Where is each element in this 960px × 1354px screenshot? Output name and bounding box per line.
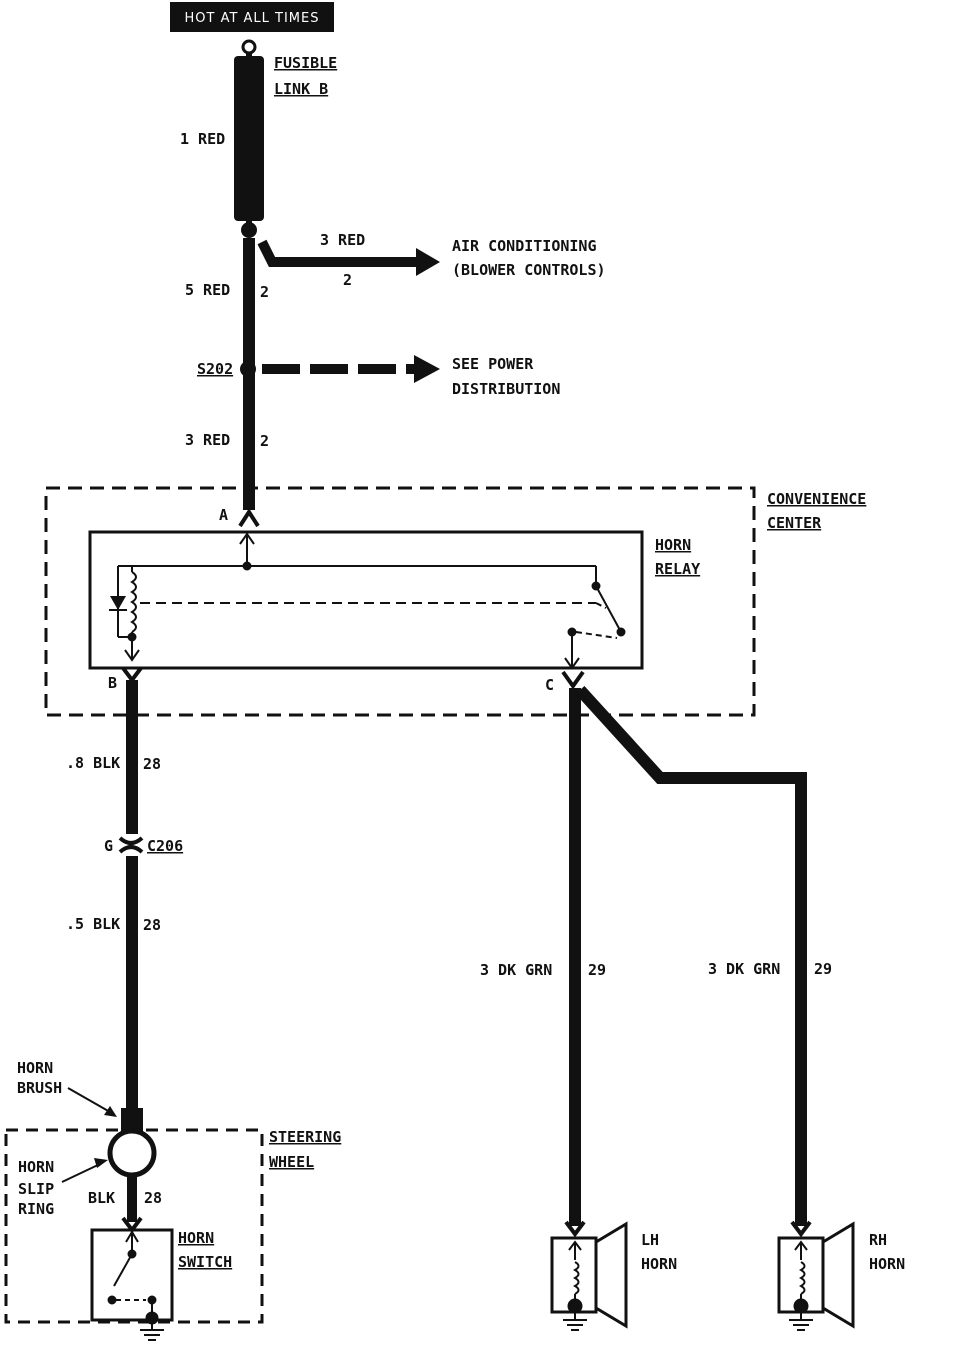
ac-circuit-label: 2	[343, 271, 352, 289]
rh-wire-label: 3 DK GRN	[708, 960, 780, 978]
horn-switch-label-2: SWITCH	[178, 1253, 232, 1271]
blk-upper-circuit-label: 28	[143, 755, 161, 773]
slip-ring-label-1: HORN	[18, 1158, 54, 1176]
pin-a-label: A	[219, 506, 228, 524]
pin-b-connector	[121, 666, 143, 684]
lower-circuit-label: 2	[260, 432, 269, 450]
blk-lower-wire-label: .5 BLK	[66, 915, 120, 933]
convenience-center-box	[44, 486, 756, 717]
horn-switch-ground-icon	[140, 1311, 164, 1341]
rh-circuit-label: 29	[814, 960, 832, 978]
pin-c-label: C	[545, 676, 554, 694]
horn-relay-label-2: RELAY	[655, 560, 700, 578]
horn-switch-contacts	[107, 1230, 157, 1318]
convenience-center-label-1: CONVENIENCE	[767, 490, 866, 508]
fusible-link-label-1: FUSIBLE	[274, 54, 337, 72]
slip-ring-pointer-arrow	[61, 1158, 108, 1183]
horn-relay-label-1: HORN	[655, 536, 691, 554]
header-text: HOT AT ALL TIMES	[184, 11, 319, 26]
slip-ring-label-2: SLIP	[18, 1180, 54, 1198]
steering-wire-label: BLK	[88, 1189, 115, 1207]
power-distribution-arrow	[262, 355, 440, 383]
see-power-label-1: SEE POWER	[452, 355, 534, 373]
ac-wire-label: 3 RED	[320, 231, 365, 249]
hot-at-all-times-badge: HOT AT ALL TIMES	[170, 2, 334, 32]
horn-relay-box	[88, 530, 644, 670]
rh-horn-label-1: RH	[869, 1231, 887, 1249]
horn-brush-pointer-arrow	[67, 1087, 117, 1117]
horn-slip-ring	[107, 1128, 157, 1178]
lower-wire-label: 3 RED	[185, 431, 230, 449]
horn-brush-label-1: HORN	[17, 1059, 53, 1077]
lh-horn-ground-icon	[563, 1298, 587, 1331]
horn-switch-label-1: HORN	[178, 1229, 214, 1247]
ac-branch-arrow	[257, 239, 440, 276]
upper-circuit-label: 2	[260, 283, 269, 301]
rh-horn-ground-icon	[789, 1298, 813, 1331]
lh-horn-label-1: LH	[641, 1231, 659, 1249]
steering-wheel-label-2: WHEEL	[269, 1153, 314, 1171]
horn-brush-label-2: BRUSH	[17, 1079, 62, 1097]
fusible-wire-label: 1 RED	[180, 130, 225, 148]
c206-connector	[118, 836, 144, 854]
slip-ring-label-3: RING	[18, 1200, 54, 1218]
lh-horn-label-2: HORN	[641, 1255, 677, 1273]
connector-pin-label: G	[104, 837, 113, 855]
fusible-link	[234, 39, 264, 238]
see-power-label-2: DISTRIBUTION	[452, 380, 560, 398]
lh-horn	[550, 1220, 628, 1329]
pin-b-label: B	[108, 674, 117, 692]
convenience-center-label-2: CENTER	[767, 514, 822, 532]
splice-label: S202	[197, 360, 233, 378]
pin-c-connector	[561, 670, 585, 690]
steering-wheel-label-1: STEERING	[269, 1128, 341, 1146]
blk-lower-circuit-label: 28	[143, 916, 161, 934]
ac-destination-label-2: (BLOWER CONTROLS)	[452, 261, 606, 279]
ac-destination-label-1: AIR CONDITIONING	[452, 237, 597, 255]
rh-horn-wire	[575, 685, 807, 1226]
horn-relay-internals	[109, 532, 626, 670]
connector-id-label: C206	[147, 837, 183, 855]
horn-brush	[121, 1108, 143, 1132]
lh-wire-label: 3 DK GRN	[480, 961, 552, 979]
pin-a-connector	[238, 508, 260, 528]
horn-switch-box	[90, 1228, 174, 1322]
blk-upper-wire-label: .8 BLK	[66, 754, 120, 772]
splice-s202-dot	[240, 361, 256, 377]
upper-wire-label: 5 RED	[185, 281, 230, 299]
rh-horn	[777, 1220, 855, 1329]
lh-circuit-label: 29	[588, 961, 606, 979]
steering-circuit-label: 28	[144, 1189, 162, 1207]
rh-horn-label-2: HORN	[869, 1255, 905, 1273]
fusible-link-label-2: LINK B	[274, 80, 328, 98]
